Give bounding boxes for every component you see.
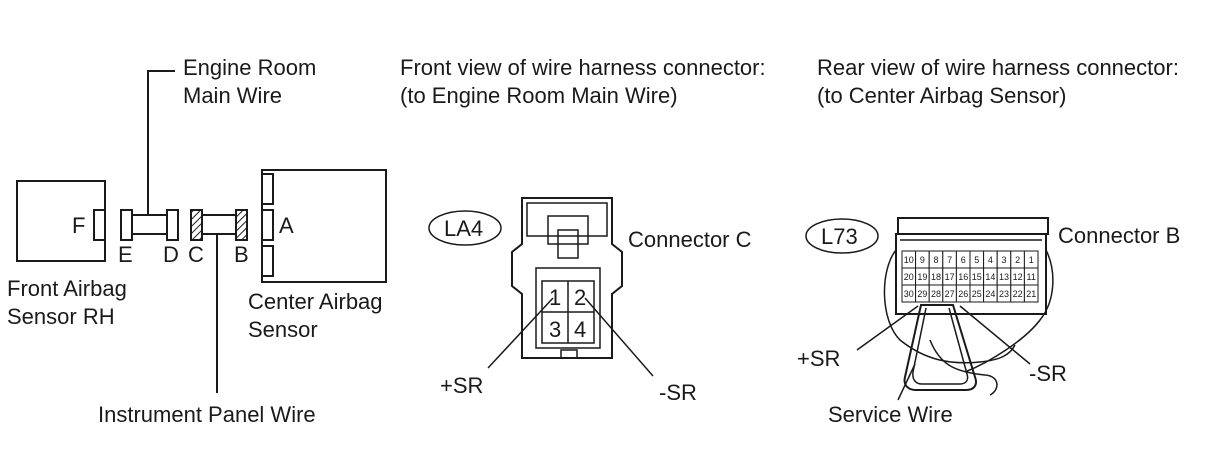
pin-number: 20 — [904, 272, 914, 282]
pin-number: 21 — [1026, 289, 1036, 299]
minus-sr-leader-c — [584, 297, 654, 377]
pin-number: 22 — [1013, 289, 1023, 299]
pin-3: 3 — [549, 317, 561, 342]
center-sensor-terminal-a — [261, 209, 274, 241]
center-airbag-sensor-box — [261, 169, 387, 283]
pin-cell — [1023, 284, 1039, 303]
connector-c-latch-outer — [526, 202, 608, 237]
pin-number: 15 — [972, 272, 982, 282]
pin-number: 26 — [958, 289, 968, 299]
front-view-title-2: (to Engine Room Main Wire) — [400, 83, 678, 108]
connector-c-inner-frame — [535, 267, 601, 349]
minus-sr-leader-b — [959, 305, 1031, 365]
pin-number: 30 — [904, 289, 914, 299]
left-wiring-schematic: F E D C B A Engine Room Main Wire Front — [7, 55, 387, 427]
pin-number: 27 — [945, 289, 955, 299]
connector-c-bottom-key — [560, 349, 578, 359]
connector-c-latch-inner — [547, 215, 589, 245]
pin-number: 11 — [1027, 272, 1036, 282]
pin-number: 3 — [1001, 255, 1006, 265]
l73-code: L73 — [821, 224, 858, 249]
plus-sr-leader-b — [856, 305, 919, 351]
hand-outline-right — [964, 249, 1054, 373]
plus-sr-label-c: +SR — [440, 373, 483, 398]
pin-1: 1 — [549, 285, 561, 310]
center-sensor-terminal-1 — [261, 173, 274, 205]
pin-number: 6 — [961, 255, 966, 265]
plus-sr-label-b: +SR — [797, 346, 840, 371]
front-view-connector-c: Front view of wire harness connector: (t… — [400, 55, 766, 405]
pin-number: 13 — [999, 272, 1009, 282]
pin-number: 7 — [947, 255, 952, 265]
pin-number: 17 — [945, 272, 955, 282]
pin-4: 4 — [574, 317, 586, 342]
pin-number: 23 — [999, 289, 1009, 299]
letter-e: E — [118, 242, 133, 267]
hand-outline-lower — [929, 339, 998, 396]
engine-room-main-wire-label-2: Main Wire — [183, 83, 282, 108]
pin-number: 16 — [958, 272, 968, 282]
pin-number: 29 — [917, 289, 927, 299]
letter-f: F — [72, 213, 85, 238]
front-airbag-sensor-label-1: Front Airbag — [7, 276, 127, 301]
letter-d: D — [163, 242, 179, 267]
engine-room-main-wire-label-1: Engine Room — [183, 55, 316, 80]
pin-number: 2 — [1015, 255, 1020, 265]
front-view-title-1: Front view of wire harness connector: — [400, 55, 766, 80]
engine-room-main-wire-lead — [147, 70, 175, 215]
minus-sr-label-b: -SR — [1029, 361, 1067, 386]
la4-code: LA4 — [444, 216, 483, 241]
letter-c: C — [188, 242, 204, 267]
plus-sr-leader-c — [487, 297, 554, 369]
connector-b — [235, 209, 248, 241]
pin-number: 28 — [931, 289, 941, 299]
connector-b-top-flange — [897, 217, 1049, 235]
pin-number: 10 — [904, 255, 914, 265]
connector-d — [166, 209, 179, 241]
pin-number: 1 — [1029, 255, 1034, 265]
connector-f-terminal — [93, 209, 106, 241]
connector-b-label: Connector B — [1058, 223, 1180, 248]
connector-c-lock-tab — [557, 229, 579, 259]
pin-number: 25 — [972, 289, 982, 299]
center-airbag-sensor-label-1: Center Airbag — [248, 289, 383, 314]
pin-number: 8 — [933, 255, 938, 265]
service-wire-label: Service Wire — [828, 402, 953, 427]
service-wire-leader — [897, 363, 916, 401]
center-sensor-terminal-3 — [261, 245, 274, 277]
pin-2: 2 — [574, 285, 586, 310]
pin-number: 24 — [985, 289, 995, 299]
service-wire-inner-loop — [912, 307, 969, 385]
pin-number: 9 — [920, 255, 925, 265]
connector-c-housing — [511, 197, 623, 359]
instrument-panel-wire-label: Instrument Panel Wire — [98, 402, 316, 427]
letter-a: A — [279, 213, 294, 238]
hand-outline-left — [883, 249, 1016, 364]
minus-sr-label-c: -SR — [659, 380, 697, 405]
pin-number: 14 — [985, 272, 995, 282]
connector-c-label: Connector C — [628, 227, 752, 252]
pin-number: 12 — [1013, 272, 1023, 282]
connector-e — [120, 209, 133, 241]
service-wire-loop — [903, 304, 977, 391]
rear-view-title-2: (to Center Airbag Sensor) — [817, 83, 1066, 108]
l73-code-ellipse — [805, 218, 879, 254]
letter-b: B — [234, 242, 249, 267]
rear-view-connector-b: Rear view of wire harness connector: (to… — [797, 55, 1180, 427]
pin-number: 18 — [931, 272, 941, 282]
center-airbag-sensor-label-2: Sensor — [248, 317, 318, 342]
rear-view-title-1: Rear view of wire harness connector: — [817, 55, 1179, 80]
pin-number: 5 — [974, 255, 979, 265]
pin-number: 4 — [988, 255, 993, 265]
front-airbag-sensor-box — [16, 180, 106, 262]
la4-code-ellipse — [428, 210, 502, 246]
connector-b-body — [895, 233, 1047, 315]
pin-number: 19 — [917, 272, 927, 282]
front-airbag-sensor-label-2: Sensor RH — [7, 304, 115, 329]
connector-c — [190, 209, 203, 241]
